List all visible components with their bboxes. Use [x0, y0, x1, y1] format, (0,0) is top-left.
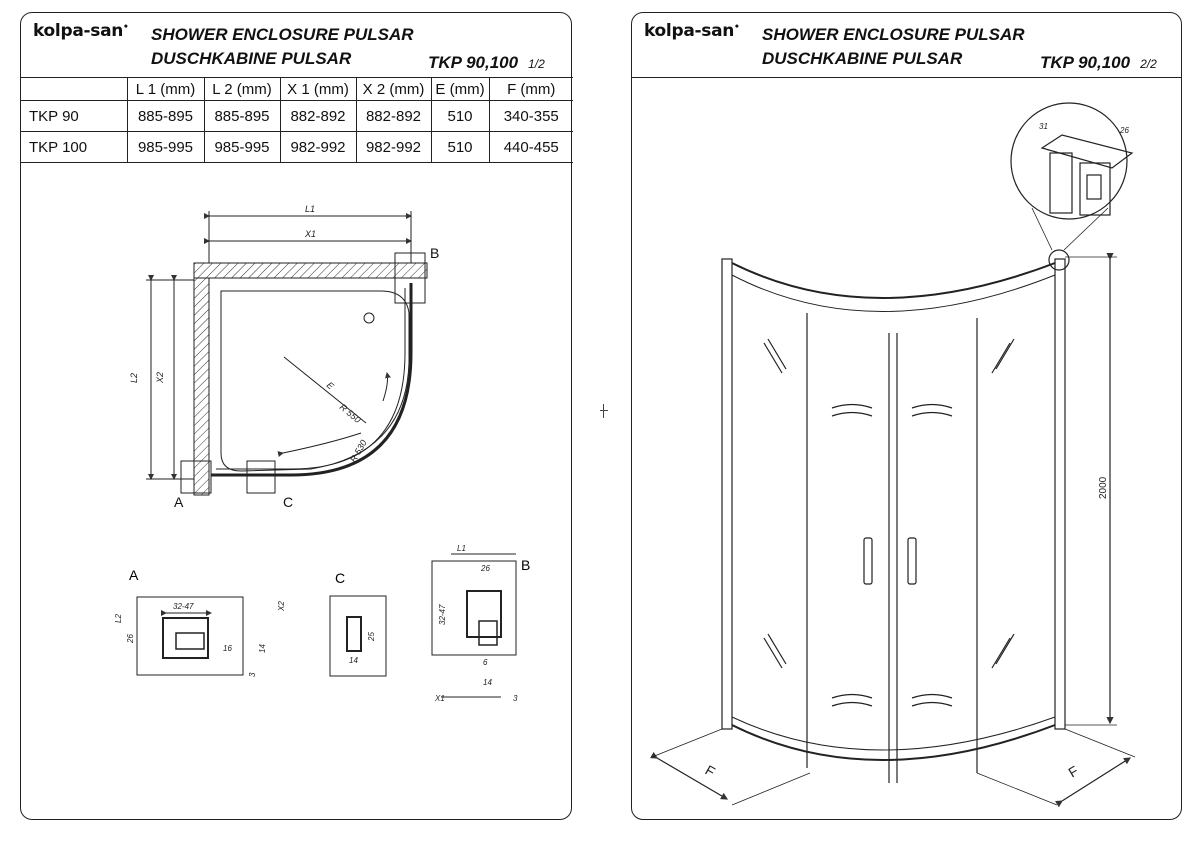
detail-b-label: B [521, 557, 530, 573]
table-header: X 2 (mm) [355, 77, 432, 101]
title-english: SHOWER ENCLOSURE PULSAR [762, 25, 1025, 44]
f-dimension-label-right: F [1066, 762, 1081, 780]
table-cell: 510 [430, 131, 490, 163]
table-cell: 510 [430, 100, 490, 132]
detail-b-x1: X1 [434, 694, 445, 703]
page-divider-mark [600, 410, 608, 411]
title-block: kolpa-san• SHOWER ENCLOSURE PULSAR DUSCH… [632, 13, 1181, 78]
drawing-sheet-1: kolpa-san• SHOWER ENCLOSURE PULSAR DUSCH… [20, 12, 573, 820]
detail-c: C 25 14 [329, 570, 387, 677]
dim-x2-label: X2 [155, 372, 165, 384]
dim-l1-label: L1 [305, 204, 315, 214]
page-number: 2/2 [1140, 57, 1157, 71]
title-block: kolpa-san• SHOWER ENCLOSURE PULSAR DUSCH… [21, 13, 571, 78]
profile-a-marker [180, 460, 212, 494]
table-row: TKP 100 985-995 985-995 982-992 982-992 … [21, 131, 573, 163]
table-cell: 982-992 [355, 131, 432, 163]
table-cell: 882-892 [279, 100, 357, 132]
height-dimension-label: 2000 [1098, 476, 1109, 499]
table-header-row: L 1 (mm) L 2 (mm) X 1 (mm) X 2 (mm) E (m… [21, 77, 573, 101]
detail-a-d3: 3 [248, 672, 257, 677]
radius-label: R 550 [338, 402, 363, 425]
detail-a: A 32-47 26 L2 X2 16 14 3 [114, 567, 286, 677]
dimension-table: L 1 (mm) L 2 (mm) X 1 (mm) X 2 (mm) E (m… [21, 77, 573, 163]
dim-x1-label: X1 [304, 229, 316, 239]
detail-b: B L1 26 32-47 6 14 3 X1 [431, 544, 530, 703]
right-post [1054, 258, 1066, 730]
detail-b-l1: L1 [457, 544, 466, 553]
detail-a-height: 26 [126, 634, 135, 644]
profile-c-marker [246, 460, 276, 494]
detail-c-width: 14 [349, 656, 358, 665]
title-english: SHOWER ENCLOSURE PULSAR [151, 25, 414, 44]
brand-logo: kolpa-san• [33, 21, 129, 41]
table-cell: 982-992 [279, 131, 357, 163]
zoom-width-31: 31 [1039, 122, 1048, 131]
detail-c-height: 25 [367, 632, 376, 642]
table-header: L 2 (mm) [203, 77, 281, 101]
point-a-label: A [174, 494, 184, 510]
table-header: F (mm) [488, 77, 573, 101]
f-dimension-label-left: F [703, 762, 718, 780]
left-post [721, 258, 733, 730]
door-handle-left [863, 537, 873, 585]
e-label: E [325, 380, 337, 392]
table-cell: 885-895 [126, 100, 205, 132]
enclosure-perspective-drawing: 2000 F F 31 26 [650, 102, 1136, 808]
detail-a-d2: 14 [258, 644, 267, 653]
detail-c-label: C [335, 570, 345, 586]
detail-a-x2: X2 [277, 601, 286, 612]
table-cell: 985-995 [203, 131, 281, 163]
table-cell: 985-995 [126, 131, 205, 163]
zoom-width-26: 26 [1119, 126, 1129, 135]
detail-b-d2: 14 [483, 678, 492, 687]
detail-b-height: 32-47 [438, 604, 447, 625]
detail-a-label: A [129, 567, 139, 583]
brand-logo: kolpa-san• [644, 21, 740, 41]
drawing-sheet-2: kolpa-san• SHOWER ENCLOSURE PULSAR DUSCH… [631, 12, 1182, 820]
wall-top [193, 262, 428, 279]
table-cell: 882-892 [355, 100, 432, 132]
detail-b-width: 26 [480, 564, 490, 573]
table-cell: 440-455 [488, 131, 573, 163]
detail-a-d1: 16 [223, 644, 232, 653]
radius-small-label: R 530 [348, 438, 369, 464]
detail-a-width: 32-47 [173, 602, 194, 611]
detail-a-l2: L2 [114, 614, 123, 623]
detail-b-d1: 6 [483, 658, 488, 667]
dim-l2-label: L2 [129, 373, 139, 383]
floor-plan-drawing: L1 X1 L2 X2 R 550 E R 530 B A C A 32-47 … [114, 204, 530, 703]
table-cell: TKP 100 [21, 131, 128, 163]
wall-left [193, 277, 210, 496]
profile-b-marker [394, 252, 426, 304]
title-german: DUSCHKABINE PULSAR [762, 49, 963, 68]
table-row: TKP 90 885-895 885-895 882-892 882-892 5… [21, 100, 573, 132]
detail-b-d3: 3 [513, 694, 518, 703]
table-cell: 340-355 [488, 100, 573, 132]
table-header: X 1 (mm) [279, 77, 357, 101]
profile-zoom-circle [1010, 102, 1128, 220]
point-b-label: B [430, 245, 439, 261]
page-divider-tick [603, 404, 604, 418]
title-german: DUSCHKABINE PULSAR [151, 49, 352, 68]
door-handle-right [907, 537, 917, 585]
point-c-label: C [283, 494, 293, 510]
page-number: 1/2 [528, 57, 545, 71]
